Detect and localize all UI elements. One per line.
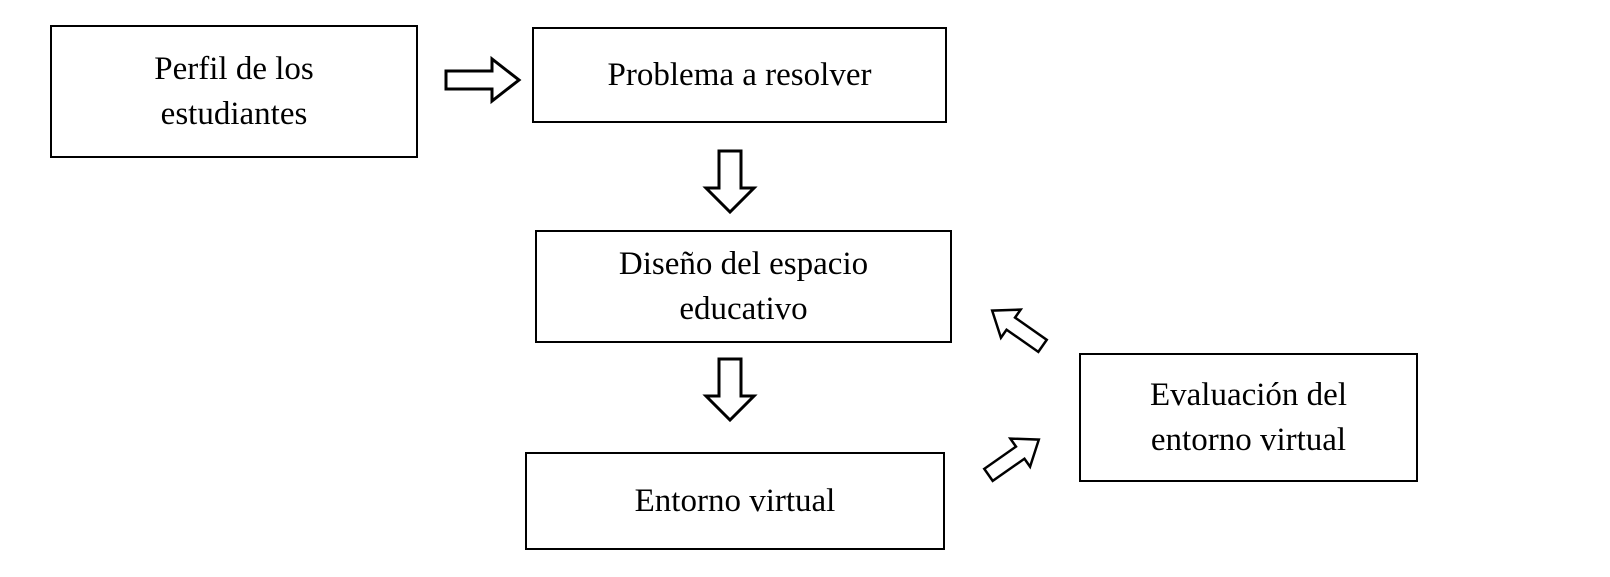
node-label: Perfil de los [154, 50, 314, 87]
node-label: estudiantes [160, 95, 308, 132]
node-label: Evaluación del [1149, 376, 1347, 413]
node-entorno-virtual: Entorno virtual [525, 452, 945, 550]
node-problema-resolver: Problema a resolver [532, 27, 947, 123]
arrow-right-icon [444, 55, 522, 105]
node-label: Diseño del espacio [618, 245, 869, 282]
arrow-up-left-icon [990, 308, 1049, 354]
arrow-down-icon [702, 357, 758, 423]
node-perfil-estudiantes: Perfil de los estudiantes [50, 25, 418, 158]
arrow-up-right-icon [982, 437, 1041, 483]
node-label: entorno virtual [1150, 421, 1347, 458]
node-label: educativo [679, 290, 808, 327]
arrow-down-icon [702, 149, 758, 215]
node-diseno-espacio: Diseño del espacio educativo [535, 230, 952, 343]
node-evaluacion-entorno: Evaluación del entorno virtual [1079, 353, 1418, 482]
node-label: Problema a resolver [607, 56, 872, 93]
node-label: Entorno virtual [634, 482, 836, 519]
